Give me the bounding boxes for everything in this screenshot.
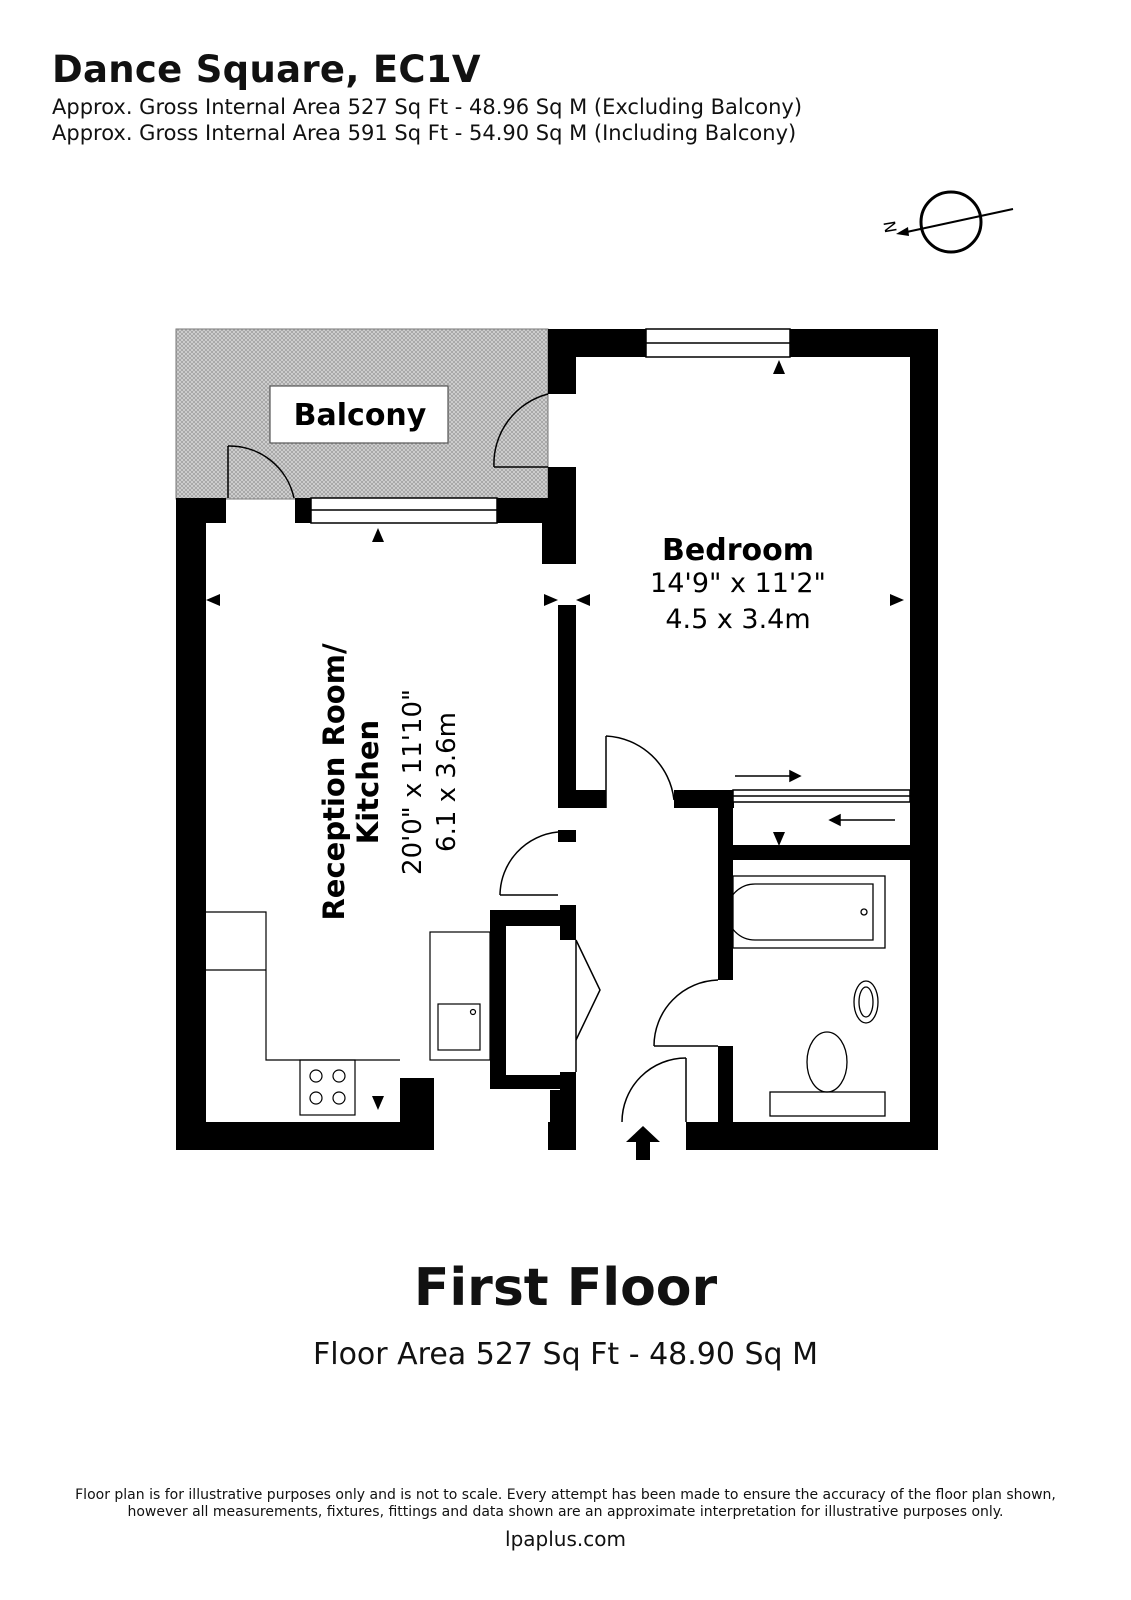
area-excluding-balcony: Approx. Gross Internal Area 527 Sq Ft - …: [52, 95, 803, 119]
website-link[interactable]: lpaplus.com: [505, 1527, 626, 1551]
bedroom-imperial: 14'9" x 11'2": [650, 568, 826, 599]
dimension-arrows: [206, 360, 904, 1110]
windows: [310, 328, 791, 524]
bedroom-metric: 4.5 x 3.4m: [665, 604, 810, 635]
balcony-label: Balcony: [294, 398, 427, 433]
bedroom-balcony-door: [493, 393, 549, 468]
entrance-arrow-icon: [626, 1126, 660, 1160]
disclaimer-line2: however all measurements, fixtures, fitt…: [127, 1504, 1004, 1520]
area-including-balcony: Approx. Gross Internal Area 591 Sq Ft - …: [52, 121, 797, 145]
compass-north-label: N: [880, 219, 901, 234]
reception-metric: 6.1 x 3.6m: [432, 712, 462, 852]
compass-icon: N: [880, 190, 1014, 254]
disclaimer-line1: Floor plan is for illustrative purposes …: [75, 1487, 1056, 1503]
balcony-area: [175, 328, 549, 500]
disclaimer: Floor plan is for illustrative purposes …: [40, 1487, 1091, 1521]
wardrobe: [732, 769, 911, 827]
kitchen-fixtures: [206, 911, 491, 1116]
walls: [176, 329, 938, 1150]
reception-label-line2: Kitchen: [351, 720, 385, 844]
bedroom-label: Bedroom: [662, 533, 814, 568]
floor-area: Floor Area 527 Sq Ft - 48.90 Sq M: [312, 1337, 818, 1372]
reception-label-line1: Reception Room/: [317, 643, 351, 920]
bathroom-fixtures: [726, 875, 886, 1117]
hall-doors: [499, 735, 719, 1123]
page-title: Dance Square, EC1V: [52, 48, 481, 91]
floor-title: First Floor: [413, 1258, 718, 1318]
reception-imperial: 20'0" x 11'10": [398, 689, 428, 875]
